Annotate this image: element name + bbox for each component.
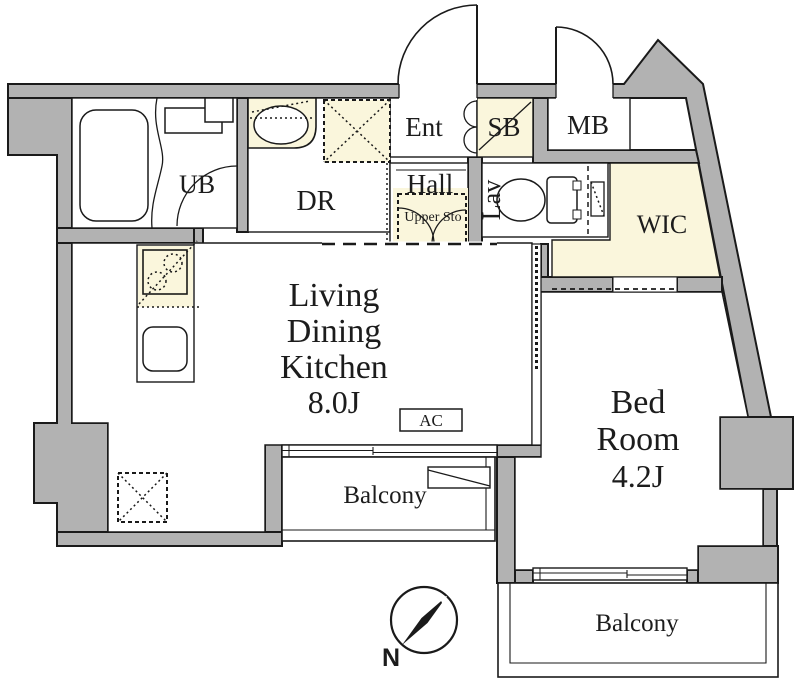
room-label-sb: SB: [487, 112, 520, 142]
balcony-bedroom: [497, 582, 779, 678]
stove: [142, 249, 188, 295]
toilet-tank: [546, 176, 578, 224]
kitchen-sink: [142, 326, 188, 372]
balconies: [281, 456, 779, 678]
room-label-lav: Lav: [477, 180, 506, 220]
compass-needle-notch: [439, 596, 447, 605]
label-balcony-main: Balcony: [343, 482, 427, 509]
entrance-door-arc: [397, 4, 478, 85]
room-label-ent: Ent: [405, 112, 443, 142]
burner-2: [163, 253, 183, 273]
wall-bedroom-west-stub: [496, 444, 545, 458]
ac-box: [399, 408, 463, 432]
labels: UB DR Ent SB MB Hall Upper Sto Lav WIC L…: [179, 110, 687, 672]
doors: [176, 4, 614, 246]
label-north: N: [382, 644, 400, 672]
room-label-dr: DR: [297, 186, 336, 217]
room-label-ldk-3: Kitchen: [280, 349, 388, 386]
room-hall-storage-floor: [393, 188, 468, 244]
wall-corner-block: [697, 545, 779, 584]
label-ac: AC: [419, 411, 443, 430]
wall-right-strip: [762, 488, 778, 547]
room-label-mb: MB: [567, 110, 609, 140]
room-label-bedroom-2: Room: [596, 421, 679, 458]
wall-pillar: [719, 416, 794, 490]
room-label-bedroom-1: Bed: [611, 384, 666, 421]
top-wall-openings: [398, 83, 614, 100]
room-entrance: [389, 97, 478, 158]
windows: [281, 444, 688, 581]
wall-wic-bottom-right: [676, 276, 723, 293]
room-label-bedroom-size: 4.2J: [612, 458, 664, 494]
room-label-ldk-size: 8.0J: [308, 384, 360, 420]
room-label-ldk-2: Dining: [287, 313, 381, 350]
burner-1: [147, 271, 167, 291]
entrance-opening: [399, 83, 477, 100]
wall-balcony-left: [264, 442, 283, 533]
wall-bedroom-west: [496, 444, 516, 584]
room-label-upper-sto: Upper Sto: [404, 210, 461, 225]
label-balcony-bedroom: Balcony: [595, 610, 679, 637]
bedroom-window: [532, 567, 688, 581]
wall-ub-dr: [236, 97, 249, 233]
wall-partition-head: [540, 243, 549, 278]
room-label-hall: Hall: [407, 169, 454, 199]
room-shoe-box: [476, 97, 534, 158]
hall-door-arc-right: [431, 209, 467, 245]
compass-needle: [402, 596, 447, 645]
shoe-box-diagonal: [478, 101, 532, 151]
wall-under-ub: [56, 227, 204, 244]
ub-door-arc: [176, 165, 238, 227]
room-label-ldk-1: Living: [289, 277, 380, 314]
balcony-bedroom-inner: [509, 583, 767, 664]
bath-partition-curve: [151, 97, 164, 229]
wall-bedroom-south-left: [514, 569, 534, 584]
hall-door-arc-left: [397, 207, 435, 245]
mb-opening: [556, 83, 613, 100]
compass-icon: [389, 585, 459, 655]
toilet-bowl: [496, 178, 546, 222]
mb-door-arc: [555, 26, 614, 85]
bath-counter-upper: [204, 97, 234, 123]
fixtures: [79, 97, 605, 523]
room-label-wic: WIC: [637, 210, 688, 239]
bathtub: [79, 109, 149, 222]
entrance-folding-door: [463, 100, 478, 154]
room-meter-box: [547, 97, 631, 151]
wash-basin: [253, 105, 309, 145]
room-wic: [551, 162, 721, 278]
lav-door-leaf: [590, 181, 605, 217]
wall-bedroom-south-right: [686, 569, 699, 584]
room-label-ub: UB: [179, 170, 215, 199]
room-bedroom: [514, 291, 764, 571]
fridge-space: [117, 472, 168, 523]
wall-bottom-ldk: [56, 531, 283, 547]
